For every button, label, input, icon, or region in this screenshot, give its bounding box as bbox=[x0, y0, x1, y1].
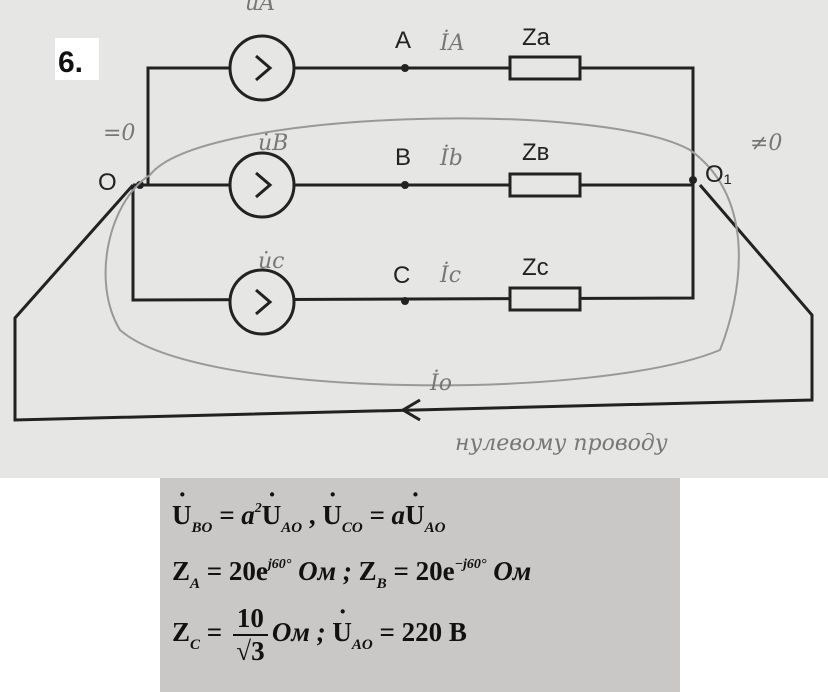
formula-phase-voltages: UBO = a2UAO , UCO = aUAO bbox=[172, 480, 446, 537]
subscript: AO bbox=[281, 520, 303, 536]
subscript: B bbox=[376, 576, 387, 592]
wire-phase-a bbox=[146, 66, 695, 185]
impedance-symbol: Z bbox=[172, 556, 191, 586]
node-b-label: B bbox=[395, 144, 411, 171]
unit: Ом ; bbox=[271, 617, 333, 648]
subscript: A bbox=[190, 576, 201, 592]
voltage-symbol: U bbox=[172, 480, 192, 531]
unit: Ом bbox=[486, 556, 532, 586]
numerator: 10 bbox=[232, 603, 268, 636]
voltage-symbol: U bbox=[322, 480, 342, 531]
value: = 220 B bbox=[372, 617, 467, 648]
voltage-symbol: U bbox=[405, 480, 425, 531]
neutral-wire-note: нулевому проводу bbox=[455, 431, 668, 456]
impedance-a bbox=[508, 55, 582, 81]
current-b-label: İb bbox=[439, 144, 463, 171]
impedance-c bbox=[508, 286, 582, 312]
source-c bbox=[228, 268, 296, 336]
given-values: UBO = a2UAO , UCO = aUAO ZA = 20ej60° Ом… bbox=[160, 478, 680, 692]
source-a bbox=[228, 34, 296, 102]
neutral-wire bbox=[13, 184, 814, 422]
current-c-label: İc bbox=[439, 261, 461, 288]
source-c-label: u̇c bbox=[258, 249, 285, 274]
circuit-diagram: 6. A B C O O₁ Za Zв Zc İA İb İc İo u… bbox=[13, 0, 814, 456]
impedance-symbol: Z bbox=[358, 556, 377, 586]
impedance-symbol: Z bbox=[172, 617, 191, 648]
formula-impedance-c-voltage: ZC = 10√3Ом ; UAO = 220 B bbox=[172, 597, 467, 667]
subscript: C bbox=[190, 637, 201, 654]
subscript: AO bbox=[351, 637, 373, 654]
exponent: j60° bbox=[267, 557, 292, 572]
exponent: −j60° bbox=[454, 557, 487, 572]
arrow-icon bbox=[255, 288, 273, 316]
subscript: BO bbox=[191, 520, 213, 536]
voltage-symbol: U bbox=[332, 597, 352, 648]
impedance-b-label: Zв bbox=[522, 139, 549, 166]
source-b bbox=[228, 151, 296, 219]
separator: , bbox=[302, 500, 323, 530]
current-zero-label: İo bbox=[429, 369, 452, 396]
source-b-label: u̇B bbox=[258, 131, 288, 156]
subscript: AO bbox=[424, 520, 446, 536]
source-a-label: u̇A bbox=[245, 0, 275, 16]
problem-number: 6. bbox=[58, 46, 83, 79]
impedance-c-label: Zc bbox=[522, 254, 549, 281]
operator: = a bbox=[212, 500, 255, 530]
arrow-icon bbox=[255, 171, 273, 199]
operator: = bbox=[200, 617, 229, 648]
voltage-symbol: U bbox=[262, 480, 282, 531]
node-o1-label: O₁ bbox=[705, 161, 732, 188]
textbook-page bbox=[0, 0, 828, 478]
impedance-a-label: Za bbox=[522, 24, 551, 51]
node-a-label: A bbox=[395, 27, 411, 54]
loop-contour bbox=[104, 117, 740, 387]
node-c-label: C bbox=[393, 262, 410, 289]
wire-phase-c bbox=[131, 185, 695, 302]
operator: = a bbox=[362, 500, 406, 530]
o1-nonzero-note: ≠0 bbox=[750, 131, 782, 156]
node-o-label: O bbox=[98, 169, 117, 196]
unit: Ом ; bbox=[291, 556, 359, 586]
superscript: 2 bbox=[254, 501, 262, 516]
impedance-b bbox=[508, 172, 582, 198]
subscript: CO bbox=[341, 520, 363, 536]
formula-impedances-ab: ZA = 20ej60° Ом ; ZB = 20e−j60° Ом bbox=[172, 556, 531, 593]
arrow-icon bbox=[255, 54, 273, 82]
value: = 20e bbox=[386, 556, 455, 586]
o-zero-note: =0 bbox=[103, 121, 135, 146]
denominator: √3 bbox=[236, 636, 265, 666]
neutral-current-arrow-icon bbox=[400, 398, 421, 422]
fraction: 10√3 bbox=[232, 603, 268, 667]
value: = 20e bbox=[200, 556, 268, 586]
current-a-label: İA bbox=[439, 29, 465, 56]
